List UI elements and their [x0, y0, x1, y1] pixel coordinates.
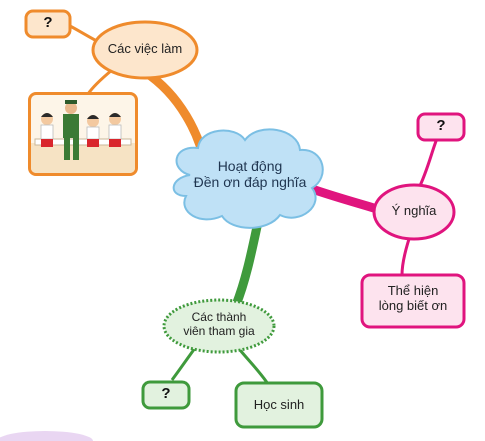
activity-illustration	[28, 92, 138, 176]
magenta-branch	[310, 185, 385, 215]
green-detail-box	[234, 381, 324, 429]
orange-question-box	[24, 9, 72, 39]
magenta-link-question	[416, 135, 440, 191]
magenta-detail-box	[360, 273, 466, 329]
green-link-question	[170, 347, 197, 381]
green-question-box	[141, 380, 191, 410]
center-cloud	[172, 128, 324, 229]
green-link-detail	[238, 349, 270, 385]
green-branch	[231, 217, 263, 310]
soldier-with-children-picture	[31, 100, 135, 173]
orange-node	[91, 20, 199, 80]
orange-link-picture	[86, 68, 113, 95]
green-node	[162, 298, 276, 354]
magenta-node	[372, 183, 456, 241]
decorative-swirl	[0, 431, 93, 441]
magenta-question-box	[416, 112, 466, 142]
